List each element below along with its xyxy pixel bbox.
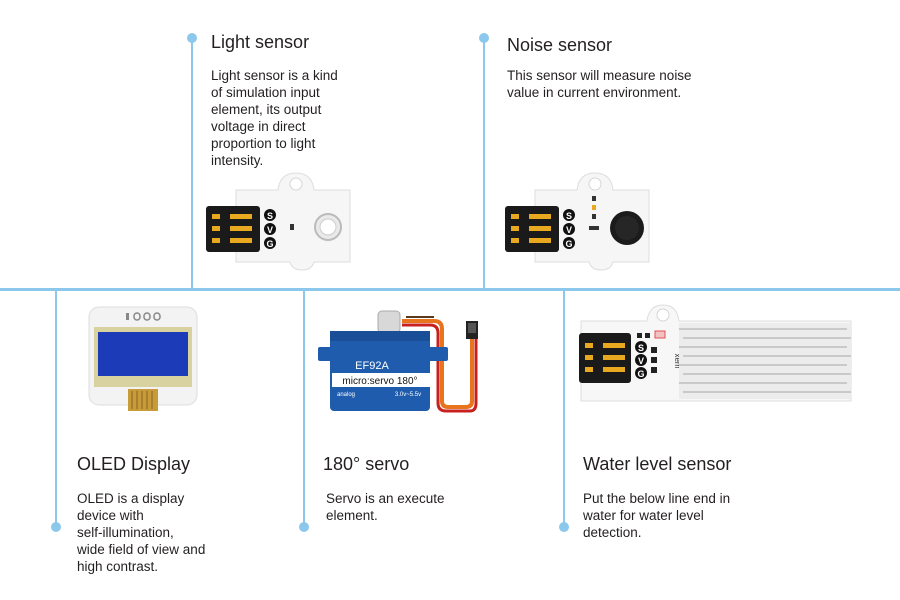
- noise-sensor-connector-dot: [479, 33, 489, 43]
- light-sensor-pin-labels: S V G: [264, 209, 276, 249]
- svg-text:V: V: [638, 356, 644, 366]
- timeline-horizontal-line: [0, 288, 900, 291]
- noise-sensor-description: This sensor will measure noise value in …: [507, 68, 692, 100]
- light-sensor-connector-line: [191, 38, 193, 289]
- oled-display-image: [88, 306, 198, 411]
- servo-model-label: EF92A: [355, 360, 389, 372]
- light-sensor-connector-dot: [187, 33, 197, 43]
- servo-connector-line: [303, 290, 305, 526]
- svg-text:S: S: [638, 343, 644, 353]
- oled-connector-dot: [51, 522, 61, 532]
- svg-text:G: G: [266, 239, 273, 249]
- noise-sensor-connector-line: [483, 38, 485, 289]
- svg-text:S: S: [267, 211, 273, 221]
- servo-image: EF92A micro:servo 180° analog 3.0v~5.5v: [318, 310, 478, 413]
- oled-connector-line: [55, 290, 57, 526]
- light-sensor-board-image: S V G: [206, 172, 351, 271]
- water-sensor-board-label: xem: [673, 353, 682, 368]
- water-level-sensor-title: Water level sensor: [583, 454, 732, 474]
- svg-text:S: S: [566, 211, 572, 221]
- noise-sensor-board-image: S V G: [505, 172, 650, 271]
- svg-text:G: G: [637, 369, 644, 379]
- svg-text:V: V: [566, 225, 572, 235]
- svg-text:V: V: [267, 225, 273, 235]
- servo-description: Servo is an execute element.: [326, 491, 445, 523]
- noise-sensor-pin-labels: S V G: [563, 209, 575, 249]
- water-sensor-pin-labels: S V G: [635, 341, 647, 379]
- water-level-sensor-description: Put the below line end in water for wate…: [583, 491, 731, 540]
- water-connector-line: [563, 290, 565, 526]
- servo-brand-label: micro:servo 180°: [342, 376, 417, 387]
- servo-type-label: analog: [337, 392, 355, 398]
- water-connector-dot: [559, 522, 569, 532]
- water-level-sensor-image: S V G xem: [579, 304, 852, 402]
- servo-title: 180° servo: [323, 454, 410, 474]
- servo-connector-dot: [299, 522, 309, 532]
- light-sensor-title: Light sensor: [211, 32, 310, 52]
- oled-display-title: OLED Display: [77, 454, 191, 474]
- oled-display-description: OLED is a display device with self-illum…: [77, 491, 206, 574]
- svg-text:G: G: [565, 239, 572, 249]
- light-sensor-description: Light sensor is a kind of simulation inp…: [211, 68, 338, 168]
- servo-voltage-label: 3.0v~5.5v: [395, 392, 421, 398]
- noise-sensor-title: Noise sensor: [507, 35, 613, 55]
